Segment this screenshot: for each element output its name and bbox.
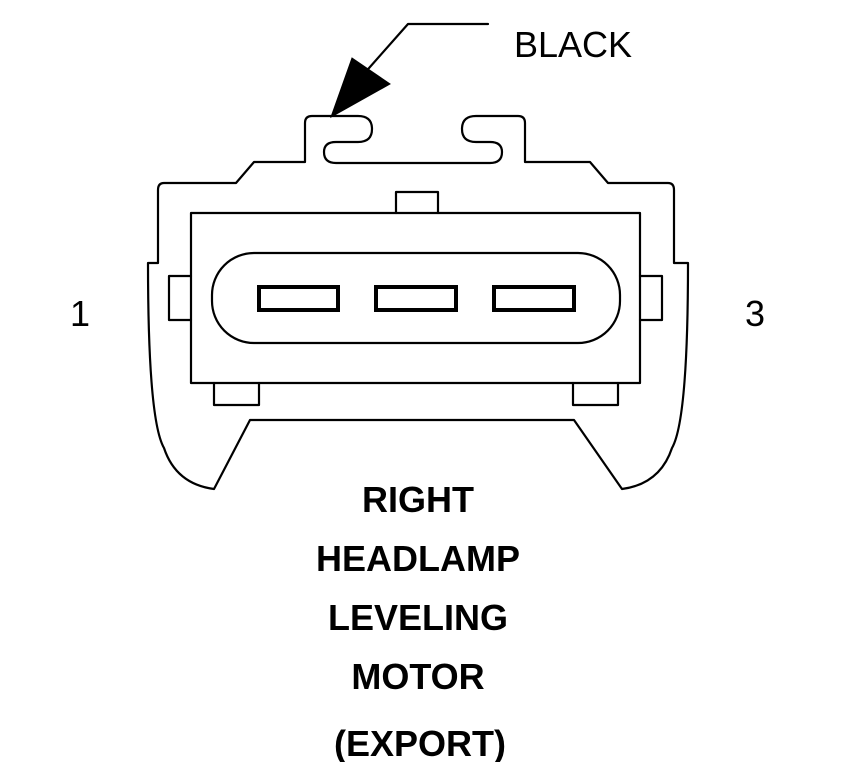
leader-arrowhead <box>330 57 391 119</box>
bottom-right-foot <box>571 381 620 407</box>
right-latch <box>638 274 664 322</box>
left-latch <box>167 274 193 322</box>
top-tab <box>394 190 440 215</box>
title-line-1: RIGHT <box>362 479 474 520</box>
connector-housing <box>146 114 690 491</box>
title-block: RIGHT HEADLAMP LEVELING MOTOR (EXPORT) <box>316 479 520 762</box>
wire-color-label: BLACK <box>514 24 632 65</box>
leader-line <box>360 22 490 78</box>
housing-outline <box>146 114 690 491</box>
title-line-5: (EXPORT) <box>334 723 506 762</box>
title-line-4: MOTOR <box>351 656 484 697</box>
pin-label-3: 3 <box>745 293 765 334</box>
pin-terminal-2 <box>374 285 458 312</box>
bottom-left-foot <box>212 381 261 407</box>
pin-terminal-1 <box>257 285 340 312</box>
title-line-3: LEVELING <box>328 597 508 638</box>
terminal-cavity <box>210 251 622 345</box>
title-line-2: HEADLAMP <box>316 538 520 579</box>
wire-leader <box>330 22 490 119</box>
pin-label-1: 1 <box>70 293 90 334</box>
housing-inner-frame <box>189 211 642 385</box>
pin-terminal-3 <box>492 285 576 312</box>
